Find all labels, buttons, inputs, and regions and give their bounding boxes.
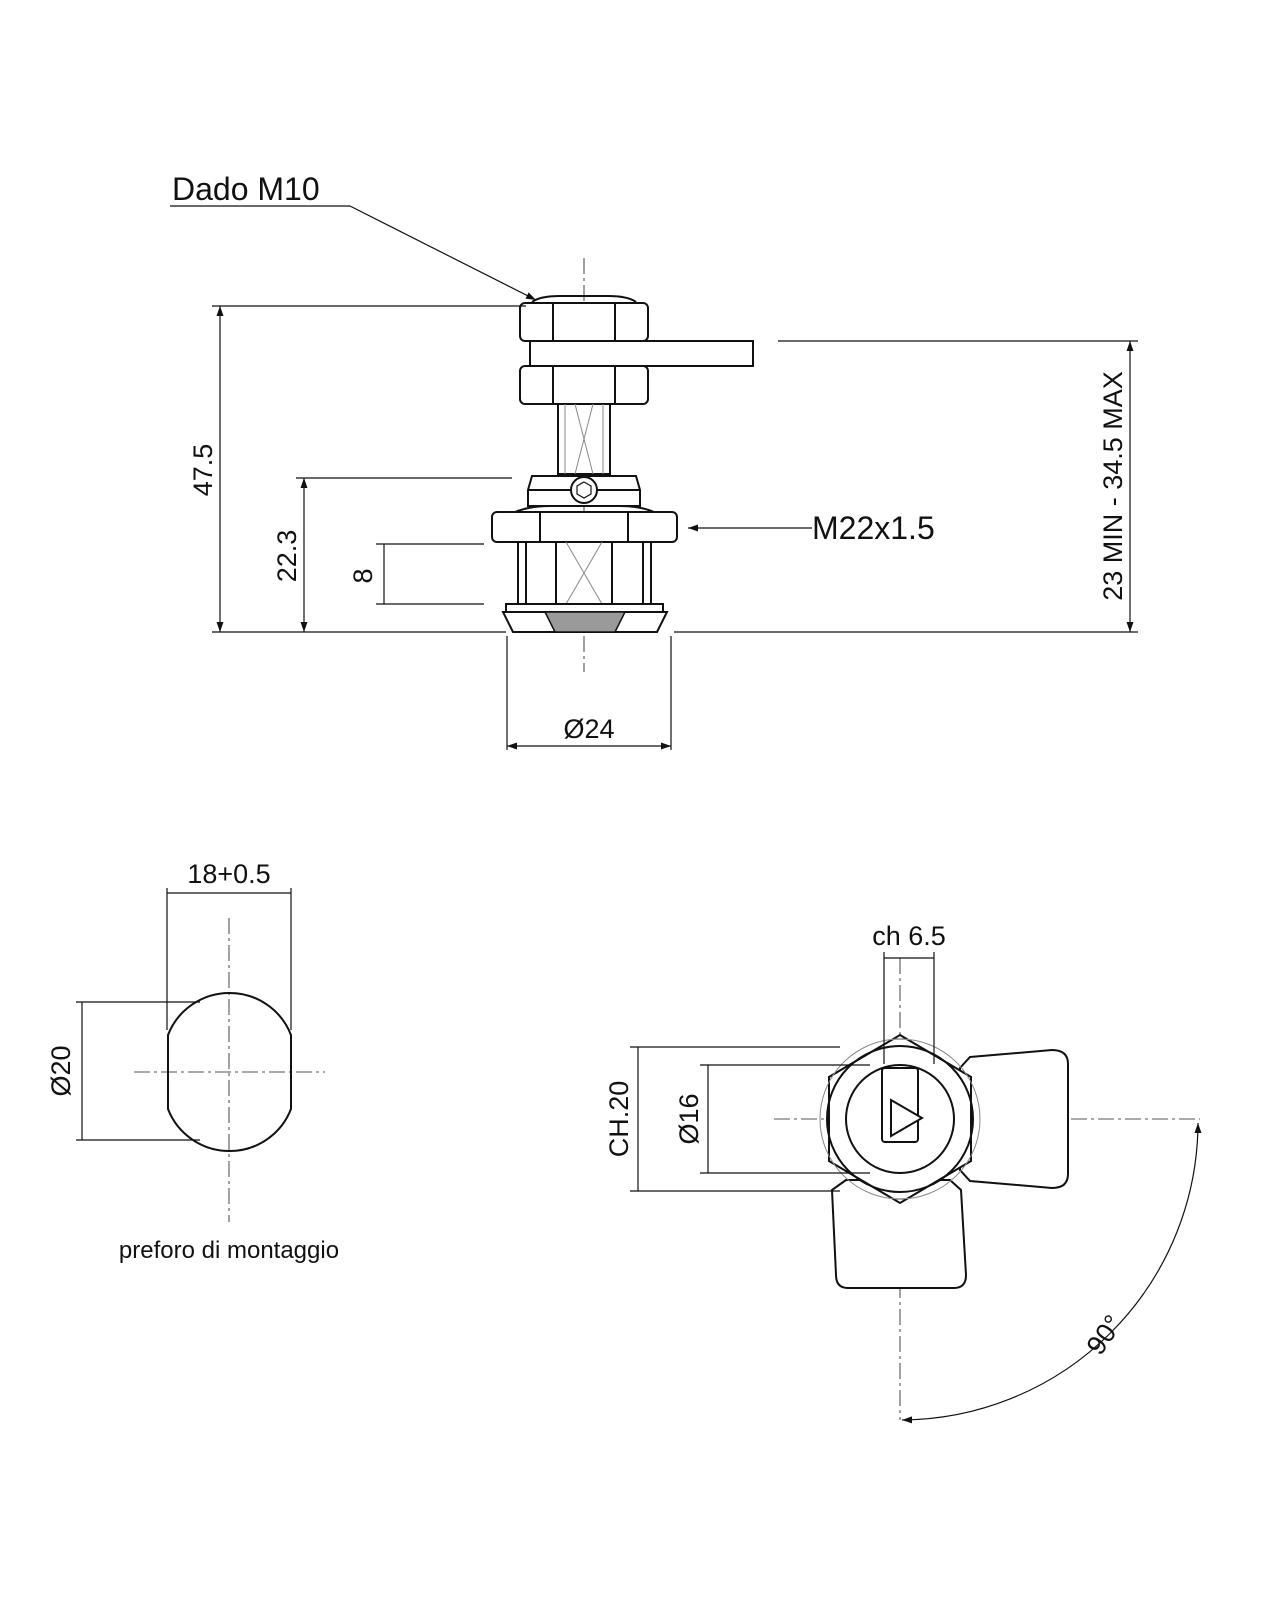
dim-hole-diameter: Ø20 [46,1001,200,1141]
cylinder-head [527,475,641,507]
dim-flat: 18+0.5 [166,859,292,1030]
thread-callout-label: M22x1.5 [812,510,935,546]
lower-hex-nut [519,365,649,405]
m22-hex-nut [491,505,678,543]
svg-text:CH.20: CH.20 [604,1081,634,1158]
set-screw-icon [570,476,598,504]
dim-diameter: Ø24 [506,636,672,750]
flange [501,603,669,633]
dim-body-height: 22.3 [272,477,512,632]
svg-text:23 MIN - 34.5 MAX: 23 MIN - 34.5 MAX [1098,371,1128,601]
threaded-body [517,541,652,605]
dim-flange: 8 [348,543,484,605]
mounting-hole-caption: preforo di montaggio [119,1237,339,1264]
svg-text:18+0.5: 18+0.5 [187,859,270,889]
svg-text:8: 8 [348,568,378,583]
dim-inner: Ø16 [674,1064,870,1174]
svg-text:ch 6.5: ch 6.5 [872,921,946,951]
dim-total-height: 47.5 [188,305,526,633]
dim-key: ch 6.5 [872,921,946,1064]
mounting-hole-outline [167,991,292,1153]
svg-text:47.5: 47.5 [188,444,218,497]
svg-text:22.3: 22.3 [272,530,302,583]
svg-text:Ø20: Ø20 [46,1045,76,1096]
front-view: ch 6.5 CH.20 Ø16 90° [604,921,1202,1424]
top-hex-nut [519,295,649,342]
nut-callout-label: Dado M10 [172,171,320,207]
svg-text:Ø24: Ø24 [563,714,614,744]
side-view: Dado M10 M22x1.5 47.5 22.3 8 [170,171,1138,750]
dim-hex: CH.20 [604,1046,840,1192]
svg-text:90°: 90° [1081,1310,1129,1361]
shaft [557,403,611,475]
svg-text:Ø16: Ø16 [674,1093,704,1144]
mounting-hole-view: 18+0.5 Ø20 preforo di montaggio [46,859,339,1264]
lever-arm [529,340,754,367]
dim-range: 23 MIN - 34.5 MAX [674,340,1138,633]
lever-wing-right [959,1048,1069,1190]
